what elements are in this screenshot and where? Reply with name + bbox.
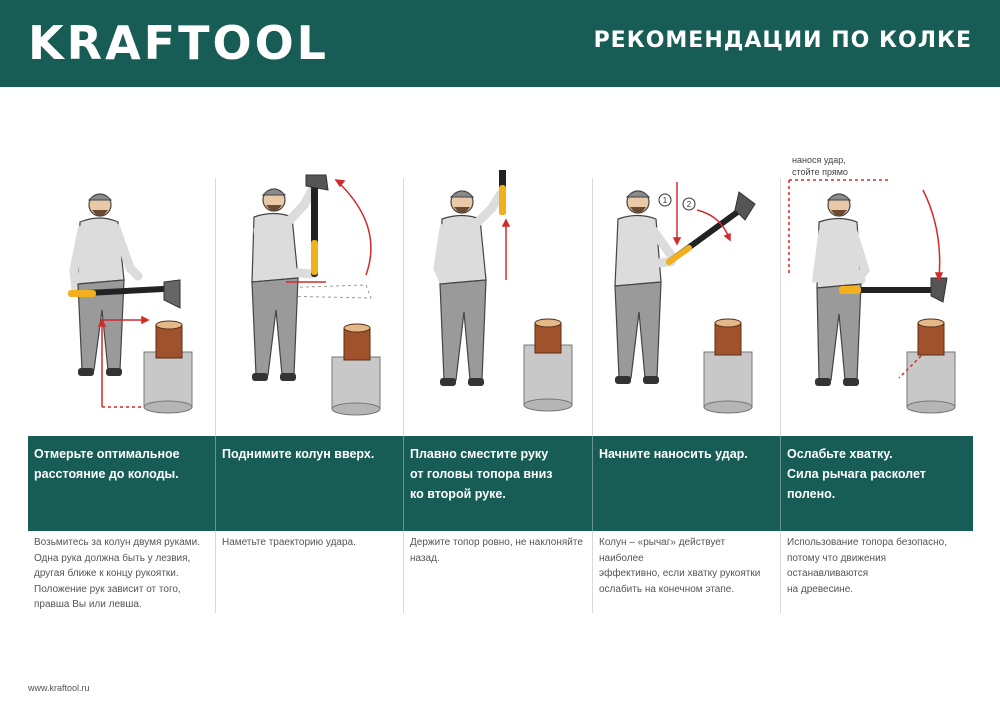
measure-arrows [97, 315, 150, 408]
man-figure [251, 185, 317, 381]
chopping-block [906, 318, 956, 414]
brand-logo: KRAFTOOL [28, 16, 329, 70]
chopping-block [143, 320, 193, 414]
step-markers: 1 2 [658, 193, 696, 211]
band-divider [215, 436, 216, 531]
chopping-block [331, 323, 381, 416]
step-2-title: Поднимите колун вверх. [222, 447, 375, 461]
man-figure [811, 193, 871, 386]
text-divider [215, 531, 216, 613]
chopping-block [523, 318, 573, 412]
swing-arrows [672, 182, 731, 246]
axe [68, 279, 181, 309]
illustration-divider [215, 178, 216, 436]
strike-arrows [788, 179, 944, 379]
band-divider [780, 436, 781, 531]
man-figure [69, 193, 143, 376]
chopping-block [703, 318, 753, 414]
steps-heading-band [28, 436, 973, 531]
page-title: РЕКОМЕНДАЦИИ ПО КОЛКЕ [593, 28, 972, 53]
man-figure [614, 190, 679, 384]
axe [499, 170, 506, 215]
stand-straight-note: нанося удар, стойте прямо [792, 155, 848, 177]
marker-2: 2 [687, 200, 692, 209]
step-4-text: Колун – «рычаг» действует наиболее эффек… [599, 537, 761, 595]
step-4-title: Начните наносить удар. [599, 447, 748, 461]
step-3-title: Плавно сместите руку от головы топора вн… [410, 447, 553, 501]
band-divider [403, 436, 404, 531]
illustration-divider [592, 178, 593, 436]
step-1-title: Отмерьте оптимальное расстояние до колод… [34, 447, 180, 481]
slide-arrow [501, 218, 511, 280]
step-4-illustration: 1 2 [593, 170, 780, 437]
marker-1: 1 [663, 196, 668, 205]
axe [275, 174, 372, 299]
man-figure [433, 190, 505, 386]
step-2-text: Наметьте траекторию удара. [222, 537, 356, 548]
step-5-text: Использование топора безопасно, потому ч… [787, 537, 947, 595]
website-link[interactable]: www.kraftool.ru [28, 683, 90, 693]
step-3-illustration [404, 170, 592, 437]
step-2-illustration [216, 170, 403, 437]
step-1-illustration [28, 170, 215, 437]
step-1-text: Возьмитесь за колун двумя руками. Одна р… [34, 537, 201, 610]
illustration-divider [403, 178, 404, 436]
header-banner: KRAFTOOL РЕКОМЕНДАЦИИ ПО КОЛКЕ [0, 0, 1000, 87]
text-divider [780, 531, 781, 613]
axe [839, 277, 948, 303]
trajectory-arrow [286, 179, 372, 283]
illustration-divider [780, 178, 781, 436]
text-divider [403, 531, 404, 613]
step-5-title: Ослабьте хватку. Сила рычага расколет по… [787, 447, 926, 501]
band-divider [592, 436, 593, 531]
step-3-text: Держите топор ровно, не наклоняйте назад… [410, 537, 583, 564]
step-5-illustration [781, 170, 973, 437]
text-divider [592, 531, 593, 613]
axe [666, 191, 756, 265]
